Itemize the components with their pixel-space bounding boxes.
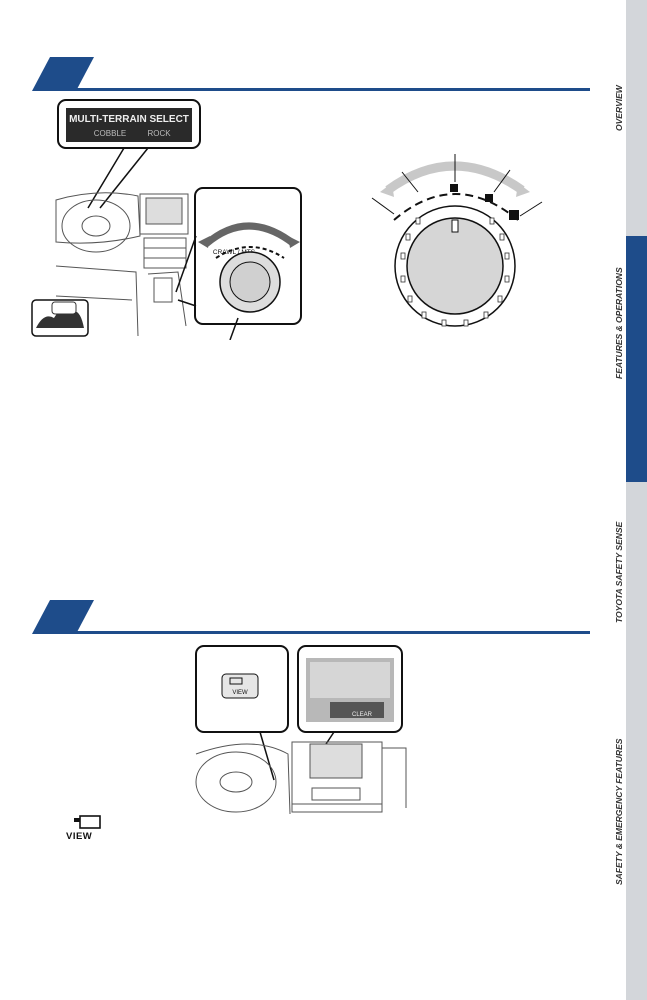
display-line-2b: ROCK [147,129,171,138]
section-header-1 [32,57,590,91]
side-tab-safety-emergency[interactable] [626,728,647,1000]
screen-label: CLEAR [352,712,373,718]
view-icon-label: VIEW [66,831,93,842]
display-line-1: MULTI-TERRAIN SELECT [69,114,189,125]
chapter-sidebar [626,0,647,1000]
section-rule-2 [72,631,590,634]
view-button-figure: VIEW CLEAR [195,645,407,815]
view-button-label: VIEW [232,690,248,696]
side-tab-overview[interactable] [626,0,647,236]
side-tab-features-operations[interactable] [626,236,647,482]
side-label-safety-emergency: SAFETY & EMERGENCY FEATURES [614,738,624,885]
section-tab-2 [32,600,94,634]
section-rule-1 [72,88,590,91]
side-label-toyota-safety-sense: TOYOTA SAFETY SENSE [614,521,624,623]
view-icon [74,815,101,829]
side-label-overview: OVERVIEW [614,85,624,131]
side-tab-toyota-safety-sense[interactable] [626,482,647,728]
section-header-2 [32,600,590,634]
side-label-features-operations: FEATURES & OPERATIONS [614,267,624,379]
dial-detail-figure [371,154,543,327]
section-tab-1 [32,57,94,91]
dial-label: CRAWL / MTS [213,249,256,256]
display-line-2: COBBLE [94,129,126,138]
multi-terrain-select-figure: MULTI-TERRAIN SELECT COBBLE ROCK CRAWL /… [31,99,302,340]
